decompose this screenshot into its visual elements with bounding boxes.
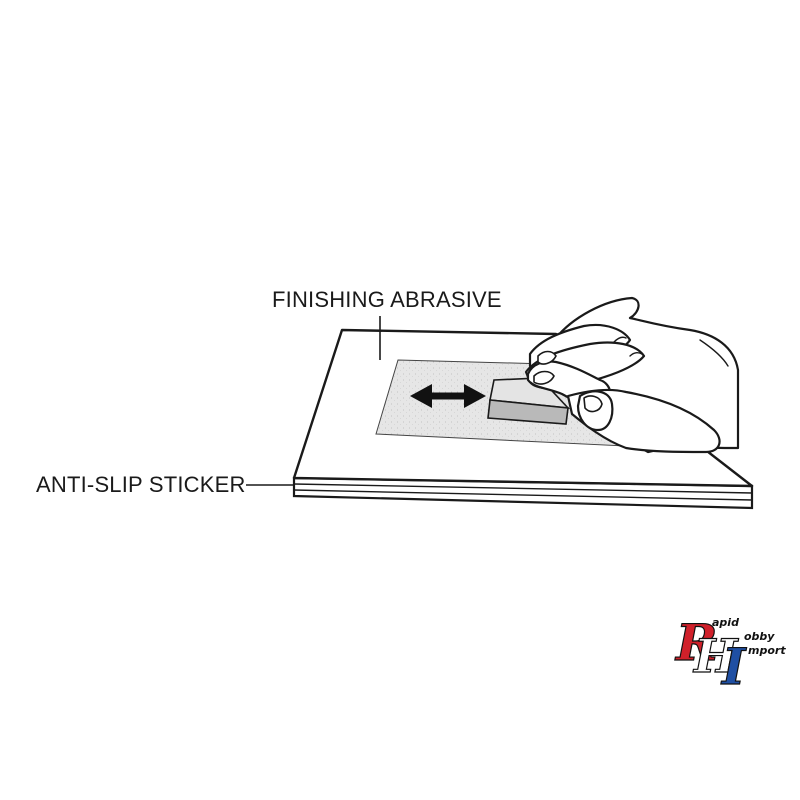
logo-letter-r: R bbox=[674, 613, 718, 672]
label-finishing-abrasive: FINISHING ABRASIVE bbox=[272, 287, 502, 312]
sanding-block bbox=[487, 377, 571, 425]
double-arrow-icon bbox=[410, 384, 486, 408]
label-anti-slip-sticker: ANTI-SLIP STICKER bbox=[36, 472, 246, 497]
hand-illustration bbox=[524, 296, 740, 454]
logo-word-rapid: apid bbox=[712, 616, 739, 629]
logo-word-hobby: obby bbox=[744, 630, 775, 643]
logo-word-import: mport bbox=[748, 644, 786, 657]
logo-mark: R H I apid obby mport bbox=[673, 612, 786, 696]
logo-letter-i: I bbox=[720, 637, 747, 696]
logo-letter-h: H bbox=[692, 629, 739, 683]
